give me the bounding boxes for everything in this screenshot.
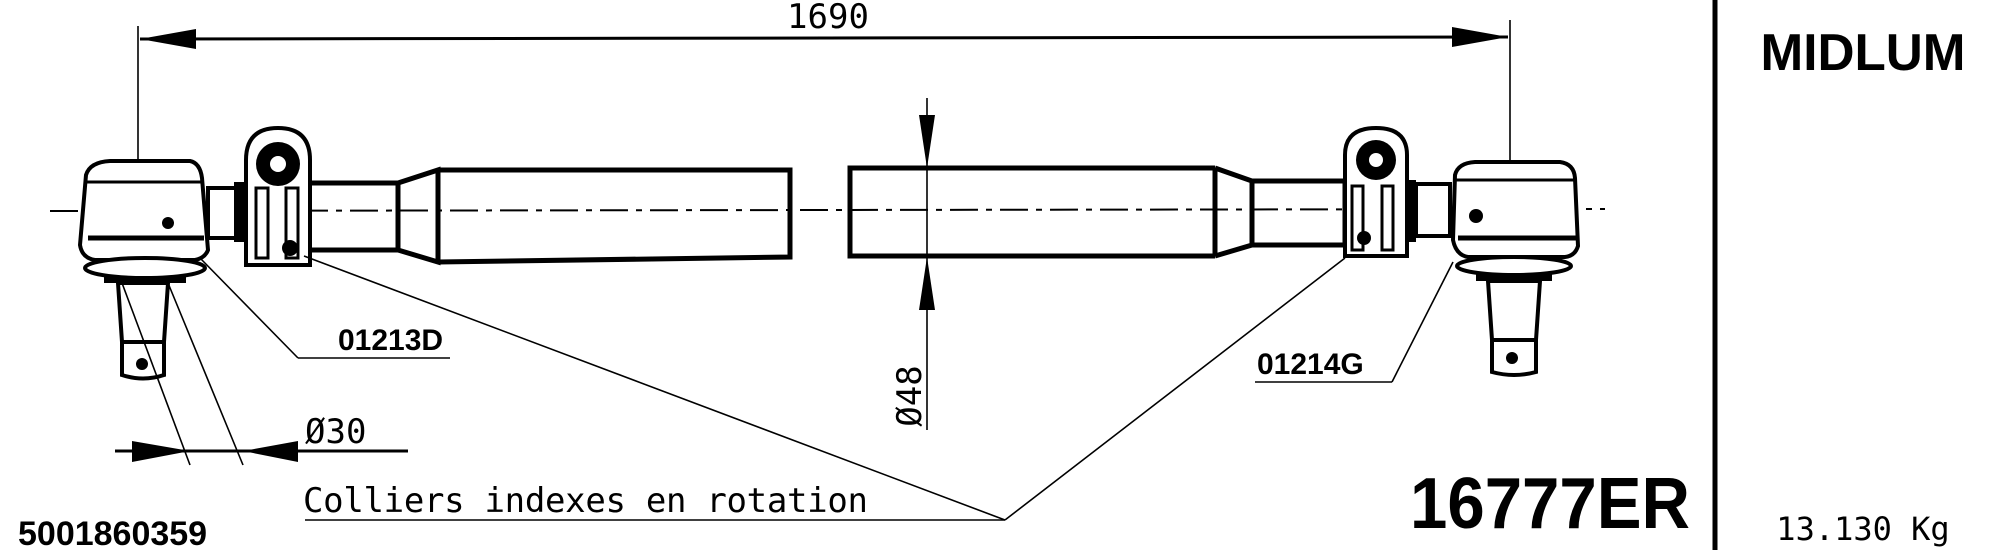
overall-length-label: 1690 — [787, 0, 869, 37]
right-clamp-slot — [1350, 184, 1365, 252]
right-joint-head — [1450, 160, 1581, 259]
left-clamp — [244, 125, 312, 267]
note-leader-right — [1004, 257, 1346, 521]
clamp-note-label: Colliers indexes en rotation — [303, 481, 868, 521]
right-cotter-pin-icon — [1506, 352, 1518, 364]
pin-extension-line — [121, 282, 191, 466]
arrowhead-right-icon — [132, 441, 190, 462]
reference-number: 5001860359 — [18, 515, 207, 550]
arrowhead-up-icon — [919, 257, 935, 310]
vehicle-model: MIDLUM — [1761, 24, 1966, 82]
right-small-tube — [1252, 178, 1348, 248]
left-clamp-bolt-hole — [270, 156, 286, 172]
leader-line — [199, 257, 299, 359]
left-grease-nipple-icon — [162, 217, 174, 229]
left-boot — [83, 256, 207, 280]
pin-diameter-dimension: Ø30 — [115, 282, 408, 466]
pin-extension-line — [167, 282, 244, 466]
callout-left-clamp: 01213D — [199, 257, 450, 359]
right-boot-collar — [1476, 274, 1552, 281]
right-boot — [1455, 255, 1573, 277]
pin-diameter-label: Ø30 — [305, 412, 366, 452]
arrowhead-left-icon — [140, 29, 196, 49]
right-neck-flange — [1407, 180, 1416, 242]
left-clamp-nut-icon — [282, 240, 298, 256]
right-taper — [1214, 165, 1255, 259]
clamp-note: Colliers indexes en rotation — [303, 255, 1346, 521]
arrowhead-down-icon — [919, 115, 935, 168]
weight-label: 13.130 Kg — [1776, 510, 1949, 548]
left-tube-section — [310, 166, 793, 266]
left-ball-joint — [77, 159, 244, 381]
left-large-tube — [437, 167, 793, 265]
left-joint-head — [77, 159, 211, 262]
right-clamp-bolt-hole — [1369, 153, 1383, 167]
left-cotter-pin-icon — [136, 358, 148, 370]
overall-length-dimension: 1690 — [137, 0, 1511, 175]
right-large-tube — [847, 165, 1215, 259]
rod-diameter-dimension: Ø48 — [890, 98, 935, 430]
rod-diameter-label: Ø48 — [890, 365, 930, 426]
right-grease-nipple-icon — [1469, 209, 1483, 223]
right-tube-section — [847, 165, 1348, 259]
left-neck-flange — [234, 182, 244, 242]
right-clamp-slot — [1380, 184, 1395, 252]
right-ball-joint — [1414, 160, 1581, 377]
left-taper — [397, 166, 441, 266]
right-ball-pin-taper — [1485, 279, 1543, 342]
right-clamp — [1343, 125, 1416, 258]
callout-right-clamp: 01214G — [1255, 261, 1454, 383]
note-leader-left — [303, 255, 1006, 521]
title-block: 5001860359 16777ER MIDLUM 13.130 Kg — [18, 0, 1966, 550]
left-boot-collar — [104, 276, 186, 283]
arrowhead-right-icon — [1452, 27, 1508, 47]
part-number: 16777ER — [1410, 464, 1690, 544]
left-clamp-slot — [284, 186, 300, 260]
left-neck — [206, 186, 240, 240]
right-neck — [1414, 182, 1452, 238]
dimension-line — [139, 35, 1509, 41]
left-clamp-slot — [254, 186, 270, 260]
right-clamp-part-label: 01214G — [1257, 348, 1364, 381]
right-clamp-nut-icon — [1357, 231, 1371, 245]
leader-line — [1391, 261, 1454, 383]
left-clamp-part-label: 01213D — [338, 324, 443, 357]
left-small-tube — [310, 180, 401, 253]
arrowhead-left-icon — [243, 441, 298, 462]
